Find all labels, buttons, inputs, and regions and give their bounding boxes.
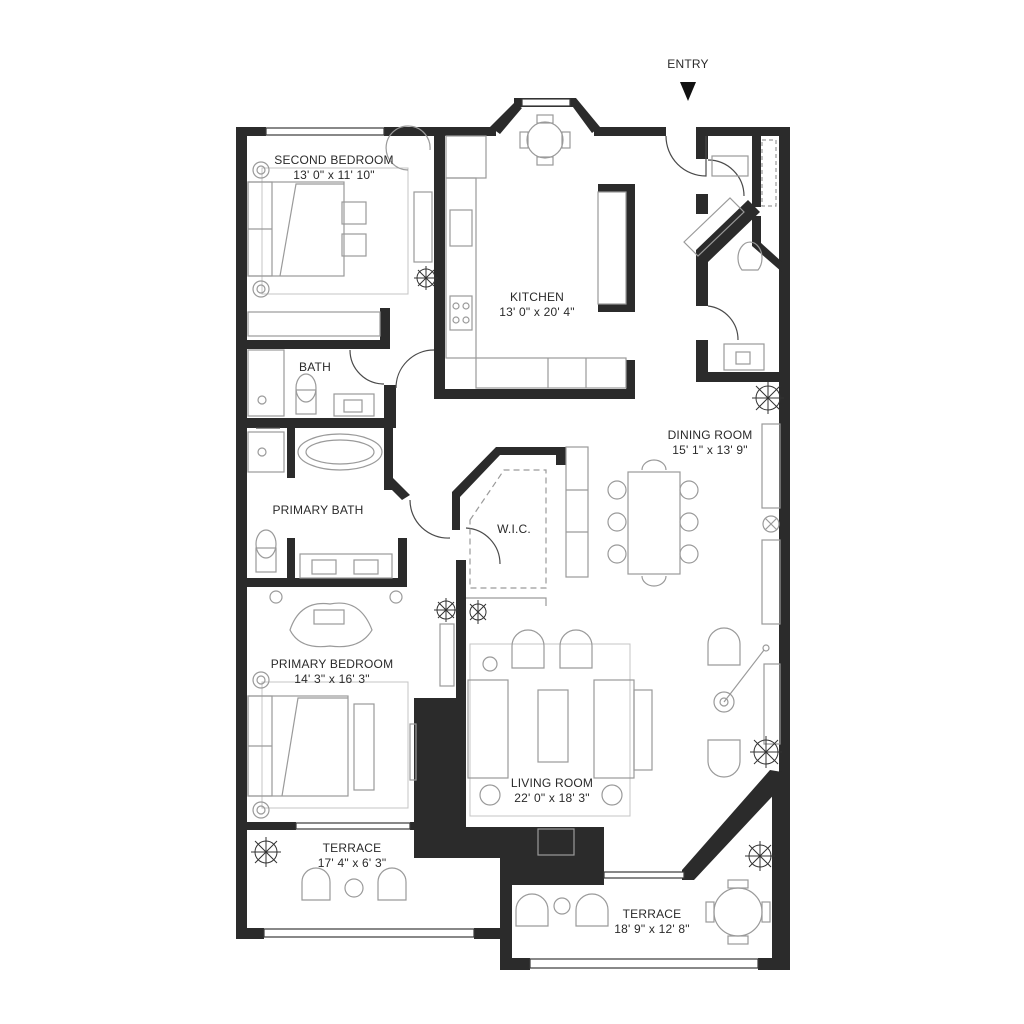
terrace-right-name: TERRACE: [623, 907, 682, 921]
dining-room-dims: 15' 1" x 13' 9": [672, 443, 747, 457]
plant-icon: [251, 837, 281, 867]
windows: [263, 98, 759, 969]
terrace-left-name: TERRACE: [323, 841, 382, 855]
terrace-left-dims: 17' 4" x 6' 3": [318, 856, 387, 870]
furniture: [247, 114, 784, 945]
plant-icon: [414, 266, 438, 290]
living-room-name: LIVING ROOM: [511, 776, 593, 790]
kitchen-name: KITCHEN: [510, 290, 564, 304]
plant-icon: [752, 382, 784, 414]
second-bedroom-dims: 13' 0" x 11' 10": [293, 168, 374, 182]
entry-marker: ENTRY: [667, 57, 709, 101]
living-room-dims: 22' 0" x 18' 3": [514, 791, 589, 805]
bath-name: BATH: [299, 360, 331, 374]
terrace-right-dims: 18' 9" x 12' 8": [614, 922, 689, 936]
primary-bedroom-name: PRIMARY BEDROOM: [271, 657, 394, 671]
kitchen-dims: 13' 0" x 20' 4": [499, 305, 574, 319]
plant-icon: [750, 736, 782, 768]
entry-arrow-icon: [680, 82, 696, 101]
room-labels: SECOND BEDROOM 13' 0" x 11' 10" KITCHEN …: [271, 153, 753, 936]
dining-room-name: DINING ROOM: [668, 428, 753, 442]
doors: [256, 135, 745, 565]
wic-name: W.I.C.: [497, 522, 531, 536]
walls: [236, 98, 790, 970]
second-bedroom-name: SECOND BEDROOM: [274, 153, 393, 167]
primary-bedroom-dims: 14' 3" x 16' 3": [294, 672, 369, 686]
entry-label: ENTRY: [667, 57, 708, 71]
plant-icon: [745, 841, 775, 871]
primary-bath-name: PRIMARY BATH: [272, 503, 363, 517]
plant-icon: [469, 600, 487, 624]
plant-icon: [434, 598, 458, 622]
